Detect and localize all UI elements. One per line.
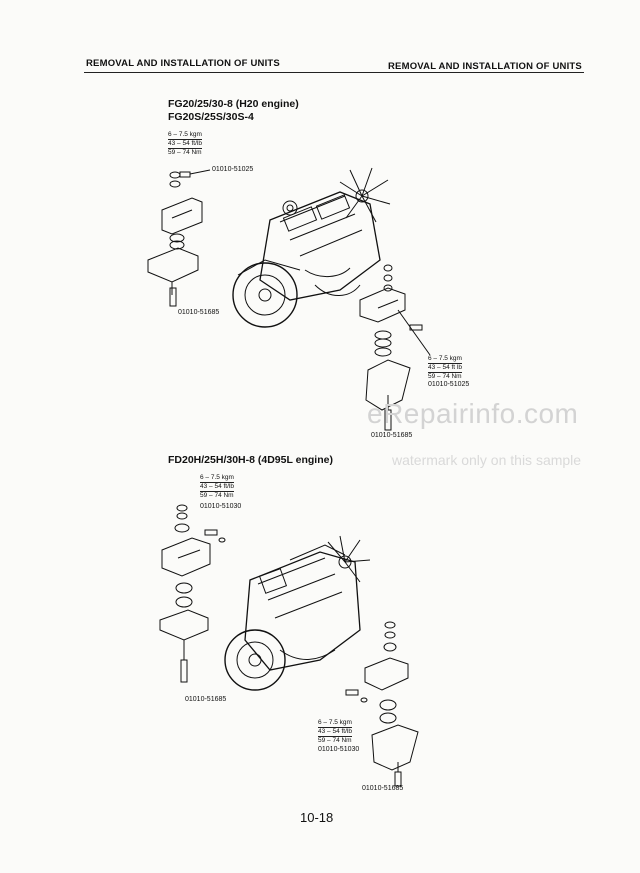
torque-ftlb: 43 – 54 ft/lb [200,483,234,492]
torque-ftlb: 43 – 54 ft lb [428,364,462,373]
header-left: REMOVAL AND INSTALLATION OF UNITS [86,58,280,69]
torque-kgm: 6 – 7.5 kgm [428,355,462,364]
section2-part-top: 01010-51030 [200,503,242,510]
page-number: 10-18 [300,810,334,825]
section2-torque-spec-top: 6 – 7.5 kgm 43 – 54 ft/lb 59 – 74 Nm [200,474,234,500]
section2-title: FD20H/25H/30H-8 (4D95L engine) [168,454,333,466]
watermark-note: watermark only on this sample [392,452,582,468]
h20-engine-mount-illustration [147,167,431,431]
torque-kgm: 6 – 7.5 kgm [200,474,234,483]
section1-part-top: 01010-51025 [212,166,254,173]
torque-nm: 59 – 74 Nm [200,492,234,499]
section1-part-bottom: 01010-51685 [371,432,413,439]
torque-nm: 59 – 74 Nm [168,149,202,156]
torque-kgm: 6 – 7.5 kgm [318,719,352,728]
torque-ftlb: 43 – 54 ft/lb [318,728,352,737]
section1-torque-spec-right: 6 – 7.5 kgm 43 – 54 ft lb 59 – 74 Nm [428,355,462,381]
section1-title-1: FG20/25/30-8 (H20 engine) [168,98,299,110]
section1-part-right: 01010-51025 [428,381,470,388]
section2-part-bottom: 01010-51685 [362,785,404,792]
watermark-brand: eRepairinfo.com [367,398,579,429]
torque-nm: 59 – 74 Nm [428,373,462,380]
4d95l-engine-mount-illustration [159,504,419,787]
section1-title-2: FG20S/25S/30S-4 [168,111,254,123]
header-right: REMOVAL AND INSTALLATION OF UNITS [388,61,582,72]
section2-part-right: 01010-51030 [318,746,360,753]
torque-nm: 59 – 74 Nm [318,737,352,744]
torque-ftlb: 43 – 54 ft/lb [168,140,202,149]
torque-kgm: 6 – 7.5 kgm [168,131,202,140]
section2-torque-spec-right: 6 – 7.5 kgm 43 – 54 ft/lb 59 – 74 Nm [318,719,352,745]
header-rule [84,72,584,73]
section1-part-left: 01010-51685 [178,309,220,316]
section2-part-left: 01010-51685 [185,696,227,703]
section1-torque-spec-top: 6 – 7.5 kgm 43 – 54 ft/lb 59 – 74 Nm [168,131,202,157]
